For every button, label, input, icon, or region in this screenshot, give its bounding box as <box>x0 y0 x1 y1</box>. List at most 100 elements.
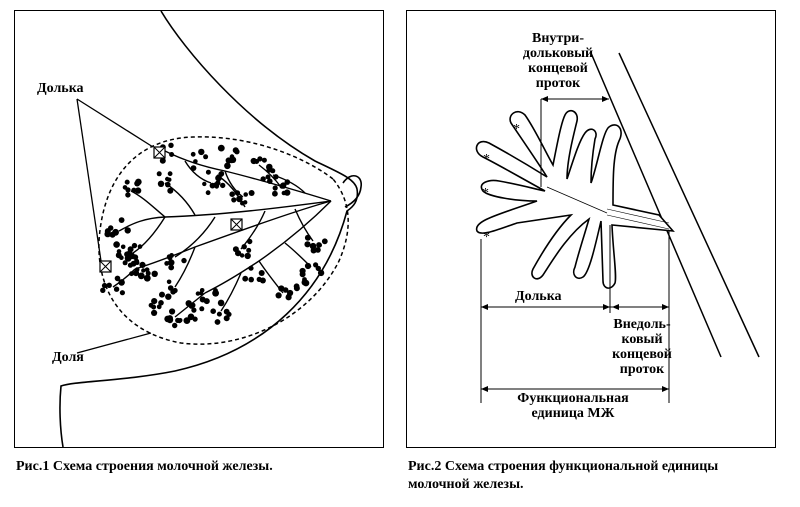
alveolus-dot <box>129 271 134 277</box>
duct-branch <box>174 216 216 258</box>
alveolus-dot <box>258 270 265 276</box>
alveolus-dot <box>202 181 207 187</box>
alveolus-dot <box>137 244 143 249</box>
functional-unit-label: Функциональная единица МЖ <box>517 391 629 421</box>
alveolus-dot <box>137 272 145 280</box>
alveolus-dot <box>169 152 175 157</box>
alveolus-dot <box>317 269 325 277</box>
alveolus-dot <box>301 279 308 286</box>
alveolus-dot <box>304 241 311 248</box>
intralobular-duct-line <box>546 186 608 214</box>
alveolus-dot <box>131 242 138 249</box>
extralobular-duct-inner <box>606 214 670 230</box>
alveolus-dot <box>159 291 165 298</box>
alveolus-dot <box>232 246 239 253</box>
lobule-label: Долька <box>37 81 84 96</box>
alveolus-dot <box>141 268 146 273</box>
main-duct-line-2 <box>618 52 760 358</box>
alveolus-dot <box>113 241 120 248</box>
alveolus-dot <box>243 200 248 205</box>
arrowhead <box>662 304 669 310</box>
alveolus-dot <box>248 265 254 271</box>
alveolus-dot <box>156 304 162 310</box>
alveolus-dot <box>284 179 291 185</box>
alveolus-dot <box>265 174 271 180</box>
alveolus-dot <box>199 306 205 312</box>
arrowhead <box>481 386 488 392</box>
alveolus-dot <box>151 298 158 305</box>
alveolus-dot <box>167 259 175 266</box>
alveolus-dot <box>242 275 249 282</box>
alveolus-dot <box>124 251 130 258</box>
alveolus-dot <box>229 191 235 197</box>
alveolus-dot <box>195 291 201 296</box>
alveolus-dot <box>214 319 221 325</box>
alveolus-dot <box>134 267 140 272</box>
alveolus-dot <box>190 165 197 172</box>
nipple <box>342 175 362 208</box>
duct-branch <box>204 200 332 294</box>
extralobular-duct-label: Внедоль- ковый концевой проток <box>612 317 672 377</box>
alveolus-dot <box>166 254 172 259</box>
figure-2-panel: * * * * Внутри- дольковый концевой прото… <box>406 10 776 448</box>
alveolus-dot <box>224 162 231 170</box>
alveolus-dot <box>166 315 173 322</box>
alveolus-dot <box>244 252 251 260</box>
alveolus-dot <box>299 271 306 278</box>
alveolus-dot <box>241 244 247 250</box>
alveolus-dot <box>279 183 285 189</box>
alveolus-dot <box>247 238 253 245</box>
alveolus-dot <box>254 159 260 164</box>
breast-outline <box>59 10 359 448</box>
duct-branch <box>130 190 166 218</box>
duct-branch <box>134 200 332 270</box>
alveolus-dot <box>185 300 192 307</box>
alveolus-dot <box>205 190 211 196</box>
alveolus-dot <box>134 187 142 194</box>
alveolus-dot <box>118 217 125 224</box>
lobule-marker-cross <box>230 218 243 231</box>
lobule-markers <box>99 146 243 273</box>
arrowhead <box>602 96 609 102</box>
alveolus-dot <box>139 261 146 268</box>
duct-branch <box>164 150 332 202</box>
alveolus-dot <box>236 195 243 203</box>
alveolus-dot <box>151 304 157 310</box>
alveolus-dot <box>165 181 171 188</box>
alveolus-dot <box>231 197 237 203</box>
alveolus-dot <box>260 176 266 182</box>
alveolus-dot <box>114 275 121 282</box>
alveolus-dot <box>157 180 165 187</box>
alveolus-dot <box>223 309 229 314</box>
alveolus-dot <box>120 244 126 250</box>
alveolus-dot <box>159 157 166 164</box>
alveolus-dot <box>143 274 151 282</box>
alveolus-dot <box>232 147 239 154</box>
lobe-boundary <box>98 136 349 345</box>
duct-branch <box>118 200 332 232</box>
main-duct-line-1 <box>590 52 722 358</box>
alveolus-dot <box>198 148 205 156</box>
alveolus-dot <box>209 182 216 189</box>
intralobular-duct-label: Внутри- дольковый концевой проток <box>522 31 594 91</box>
alveolus-dot <box>234 190 241 196</box>
alveolus-dot <box>104 230 111 238</box>
alveolus-dot <box>169 308 176 315</box>
asterisk-mark: * <box>483 152 490 167</box>
alveolus-dot <box>122 185 128 190</box>
alveolus-dot <box>167 187 174 194</box>
duct-branch <box>220 272 242 312</box>
alveolus-dot <box>214 184 219 189</box>
alveolus-dot <box>210 308 216 315</box>
alveolus-dot <box>167 171 173 177</box>
alveolus-dot <box>125 192 131 198</box>
lobule-dimension-label: Долька <box>515 289 562 304</box>
lobe-label: Доля <box>52 350 84 365</box>
alveolus-dot <box>243 192 248 197</box>
alveolus-dot <box>272 190 278 197</box>
arrowhead <box>481 304 488 310</box>
alveolus-dot <box>220 182 226 189</box>
alveolus-dot <box>218 171 225 177</box>
alveolus-dot <box>304 234 311 241</box>
extralobular-duct <box>606 208 670 224</box>
